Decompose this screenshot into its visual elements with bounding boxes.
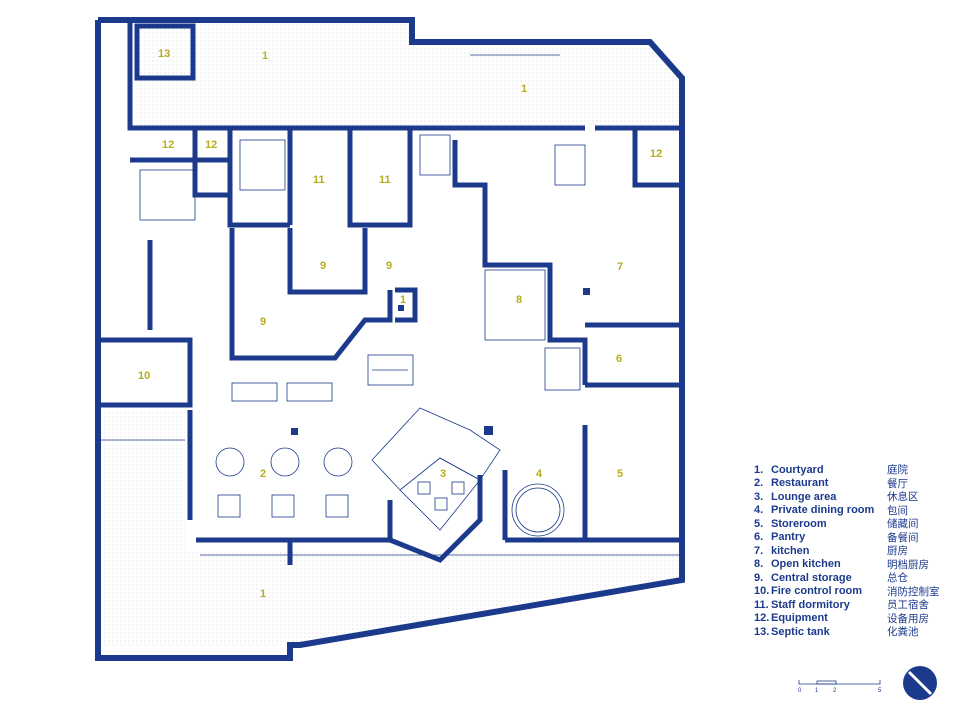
legend-chinese: 明档厨房 [887,558,929,571]
room-label: 1 [260,588,266,600]
inner-walls [98,22,680,565]
room-label: 4 [536,468,543,480]
legend-item: 3. Lounge area 休息区 [754,490,954,504]
legend-number: 12. [754,612,770,625]
room-label: 12 [650,148,662,160]
room-label: 11 [313,174,325,186]
legend-chinese: 化粪池 [887,626,919,639]
room-label: 10 [138,370,150,382]
legend-english: Storeroom [771,517,827,530]
scale-tick: 1 [815,688,819,694]
room-label: 12 [162,139,174,151]
room-label: 1 [400,294,406,306]
room-label: 1 [262,50,268,62]
legend-number: 5. [754,517,764,530]
legend-chinese: 备餐间 [887,531,919,544]
room-label: 9 [320,260,326,272]
floor-plan: 1 1 1 1 2 3 4 5 6 7 8 9 9 9 10 11 11 12 … [95,17,685,661]
legend-item: 5. Storeroom 储藏间 [754,517,954,531]
legend-number: 10. [754,585,770,598]
legend-english: Courtyard [771,463,824,476]
legend-english: Staff dormitory [771,598,850,611]
legend-number: 2. [754,477,764,490]
legend-item: 8. Open kitchen 明档厨房 [754,558,954,572]
legend-english: Equipment [771,612,828,625]
legend-english: kitchen [771,544,810,557]
legend-number: 11. [754,598,769,611]
room-label: 11 [379,174,391,186]
legend-item: 10.Fire control room 消防控制室 [754,585,954,599]
legend-item: 9. Central storage 总仓 [754,571,954,585]
legend-english: Lounge area [771,490,837,503]
legend-number: 3. [754,490,764,503]
legend-chinese: 消防控制室 [887,585,940,598]
legend-number: 1. [754,463,764,476]
legend-chinese: 储藏间 [887,518,919,531]
room-label: 7 [617,261,623,273]
room-label: 13 [158,48,170,60]
legend-chinese: 餐厅 [887,477,908,490]
legend-number: 13. [754,625,770,638]
dining-tables [215,447,565,537]
legend: 1. Courtyard 庭院 2. Restaurant 餐厅 3. Lounge area… [754,463,954,639]
room-label: 9 [260,316,266,328]
legend-english: Central storage [771,571,852,584]
legend-chinese: 设备用房 [887,612,929,625]
legend-number: 6. [754,531,764,544]
room-label: 8 [516,294,522,306]
room-labels: 1 1 1 1 2 3 4 5 6 7 8 9 9 9 10 11 11 12 … [138,48,662,600]
north-arrow-icon [903,666,937,700]
interior-details [100,54,680,556]
legend-chinese: 总仓 [887,572,908,585]
room-label: 6 [616,353,622,365]
legend-number: 7. [754,544,764,557]
legend-english: Restaurant [771,477,829,490]
legend-english: Private dining room [771,504,875,517]
scale-tick: 2 [833,688,837,694]
outer-walls [95,17,685,661]
courtyard-areas [100,22,680,645]
legend-english: Fire control room [771,585,863,598]
legend-item: 12.Equipment 设备用房 [754,612,954,626]
legend-item: 4. Private dining room 包间 [754,504,954,518]
scale-bar: 0 1 2 5 [798,680,882,694]
scale-tick: 5 [878,688,882,694]
legend-chinese: 休息区 [887,491,919,504]
room-label: 2 [260,468,266,480]
columns [291,288,590,435]
legend-number: 4. [754,504,764,517]
legend-item: 11.Staff dormitory 员工宿舍 [754,598,954,612]
legend-item: 1. Courtyard 庭院 [754,463,954,477]
legend-chinese: 包间 [887,504,908,517]
room-label: 1 [521,83,527,95]
room-label: 9 [386,260,392,272]
legend-english: Open kitchen [771,558,841,571]
legend-english: Septic tank [771,625,830,638]
legend-item: 6. Pantry 备餐间 [754,531,954,545]
legend-english: Pantry [771,531,806,544]
legend-chinese: 庭院 [887,464,908,477]
room-label: 3 [440,468,446,480]
legend-item: 7. kitchen 厨房 [754,544,954,558]
room-label: 5 [617,468,623,480]
legend-chinese: 员工宿舍 [887,599,929,612]
scale-tick: 0 [798,688,802,694]
legend-number: 9. [754,571,764,584]
legend-chinese: 厨房 [887,545,908,558]
legend-item: 2. Restaurant 餐厅 [754,477,954,491]
legend-number: 8. [754,558,764,571]
legend-item: 13.Septic tank 化粪池 [754,625,954,639]
room-label: 12 [205,139,217,151]
